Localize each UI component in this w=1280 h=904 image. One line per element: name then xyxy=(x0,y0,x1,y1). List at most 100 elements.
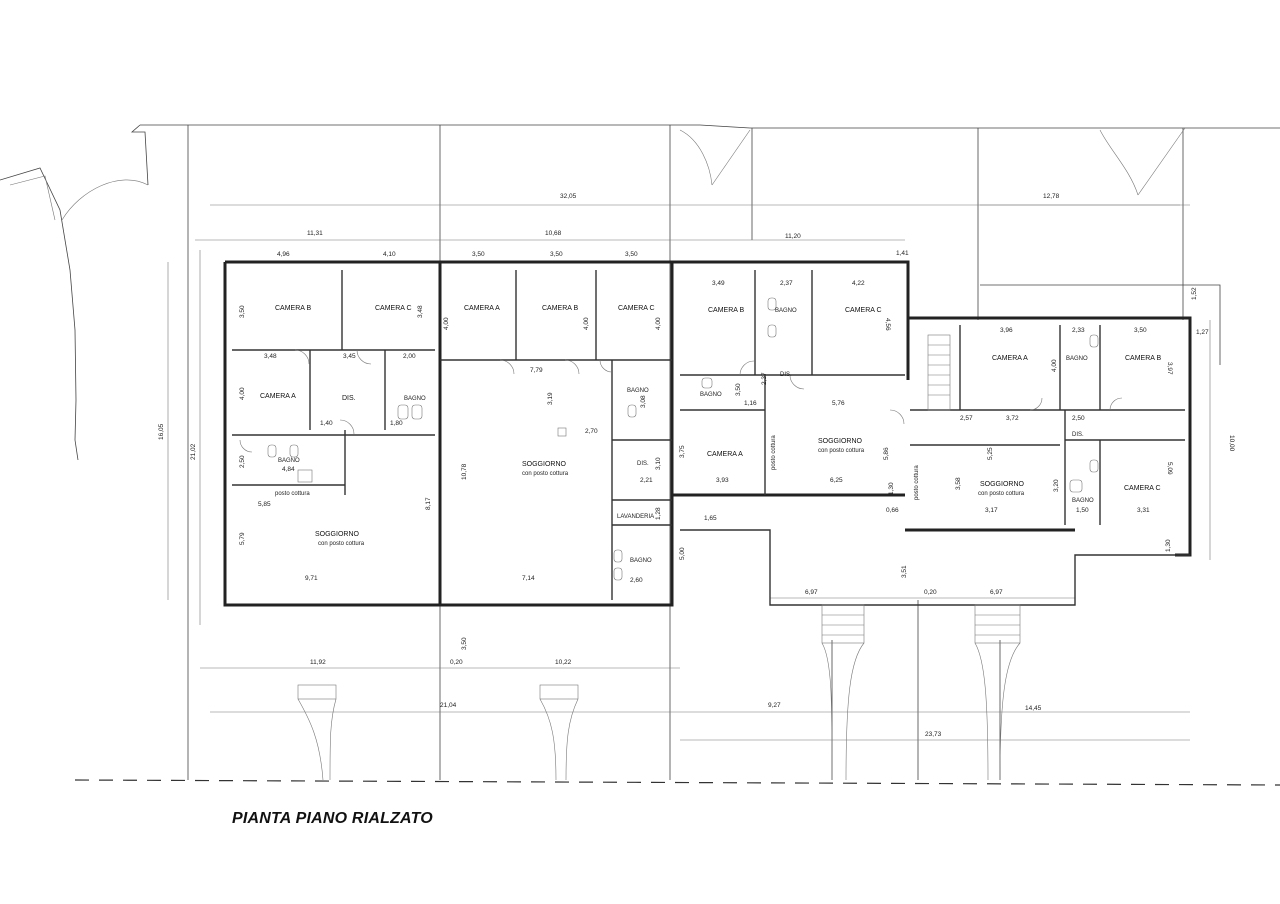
dim-320: 3,20 xyxy=(1053,479,1060,492)
dim-165: 1,65 xyxy=(704,515,717,522)
room-soggiorno-3-h: 5,76 xyxy=(832,400,845,407)
dim-065: 0,66 xyxy=(886,507,899,514)
room-camera-c-1-h: 3,48 xyxy=(417,305,424,318)
room-soggiorno-1: SOGGIORNO xyxy=(315,531,360,538)
room-camera-b-3: CAMERA B xyxy=(708,307,745,314)
room-bagno-8: BAGNO xyxy=(1072,498,1094,504)
room-camera-a-1-dim: 3,48 xyxy=(264,353,277,360)
dim-seg-c: 11,20 xyxy=(785,233,801,240)
dim-bottom-d: 9,27 xyxy=(768,702,781,709)
room-camera-b-4-dim: 3,50 xyxy=(1134,327,1147,334)
room-bagno-8-dim: 1,50 xyxy=(1076,507,1089,514)
room-bagno-4: BAGNO xyxy=(630,558,652,564)
room-soggiorno-4-h: 3,58 xyxy=(955,477,962,490)
room-camera-b-1: CAMERA B xyxy=(275,305,312,312)
dim-seg-d: 1,41 xyxy=(896,250,909,257)
dim-bottom-g: 6,97 xyxy=(805,589,818,596)
lot-boundary xyxy=(0,124,1280,780)
room-dis-3: DIS. xyxy=(780,372,792,378)
room-camera-a-1-h: 4,00 xyxy=(239,387,246,400)
room-camera-a-1: CAMERA A xyxy=(260,393,296,400)
dim-127: 1,27 xyxy=(1196,329,1209,336)
room-camera-c-3-dim: 4,22 xyxy=(852,280,865,287)
dim-bottom-m: 1,30 xyxy=(1165,539,1172,552)
stairs xyxy=(297,334,1021,781)
dim-right-vertical: 10,00 xyxy=(1228,435,1235,452)
dim-seg-b: 10,68 xyxy=(545,230,562,237)
room-soggiorno-4: SOGGIORNO xyxy=(980,481,1025,488)
room-bagno-2-dim: 4,84 xyxy=(282,466,295,473)
dim-bottom-j: 3,50 xyxy=(461,637,468,650)
room-dis-3-h: 2,37 xyxy=(761,372,768,385)
room-camera-a-4-h: 4,00 xyxy=(1051,359,1058,372)
drawing-title: PIANTA PIANO RIALZATO xyxy=(232,810,433,827)
room-bagno-5: BAGNO xyxy=(775,308,797,314)
dim-586: 5,86 xyxy=(883,447,890,460)
room-soggiorno-3: SOGGIORNO xyxy=(818,438,863,445)
room-bagno-1-h: 1,80 xyxy=(390,420,403,427)
dim-bottom-a: 11,92 xyxy=(310,659,326,666)
room-dis-3-dim: 1,16 xyxy=(744,400,757,407)
room-camera-b-3-dim: 3,49 xyxy=(712,280,725,287)
dim-bottom-h: 0,20 xyxy=(924,589,937,596)
room-dis-1: DIS. xyxy=(342,395,356,402)
label-posto-cottura: posto cottura xyxy=(275,491,310,497)
room-soggiorno-1-sub: con posto cottura xyxy=(318,541,365,547)
sanitary-fixtures xyxy=(267,297,1099,581)
room-camera-c-2-dim: 3,50 xyxy=(625,251,638,258)
room-bagno-4-dim: 2,60 xyxy=(630,577,643,584)
room-soggiorno-1-dim: 9,71 xyxy=(305,575,318,582)
room-soggiorno-2-h: 10,78 xyxy=(461,463,468,480)
room-camera-b-1-dim: 4,96 xyxy=(277,251,290,258)
room-camera-c-4-h: 5,09 xyxy=(1166,462,1173,475)
room-bagno-3: BAGNO xyxy=(627,388,649,394)
room-bagno-7-dim: 2,33 xyxy=(1072,327,1085,334)
dim-bottom-e: 14,45 xyxy=(1025,705,1042,712)
room-camera-b-1-h: 3,50 xyxy=(239,305,246,318)
room-camera-a-4: CAMERA A xyxy=(992,355,1028,362)
room-lavanderia-h: 3,75 xyxy=(679,445,686,458)
room-camera-c-3: CAMERA C xyxy=(845,307,882,314)
room-bagno-7: BAGNO xyxy=(1066,356,1088,362)
room-camera-b-2-h: 4,00 xyxy=(583,317,590,330)
room-camera-a-2-h: 4,00 xyxy=(443,317,450,330)
dim-152: 1,52 xyxy=(1191,287,1198,300)
room-lavanderia-dim: 1,28 xyxy=(655,507,662,520)
dim-left-total: 16,05 xyxy=(158,423,165,440)
room-camera-c-2: CAMERA C xyxy=(618,305,655,312)
room-camera-b-2-dim: 3,50 xyxy=(550,251,563,258)
dim-bottom-b: 10,22 xyxy=(555,659,572,666)
dim-317: 3,17 xyxy=(985,507,998,514)
room-dis-2: DIS. xyxy=(637,461,649,467)
dim-bottom-l: 5,00 xyxy=(679,547,686,560)
room-camera-b-2: CAMERA B xyxy=(542,305,579,312)
room-bagno-2-h: 2,50 xyxy=(239,455,246,468)
dim-right: 12,78 xyxy=(1043,193,1060,200)
room-lavanderia: LAVANDERIA xyxy=(617,514,654,520)
room-camera-a-3: CAMERA A xyxy=(707,451,743,458)
room-soggiorno-4-sub: con posto cottura xyxy=(978,491,1025,497)
ground-line xyxy=(74,779,1280,786)
room-camera-a-2: CAMERA A xyxy=(464,305,500,312)
dim-overall: 32,05 xyxy=(560,193,577,200)
room-soggiorno-3-sub: con posto cottura xyxy=(818,448,865,454)
room-bagno-3-h: 2,70 xyxy=(585,428,598,435)
room-camera-c-3-h: 4,56 xyxy=(884,318,891,331)
dim-585: 5,85 xyxy=(258,501,271,508)
room-dis-2-dim: 2,21 xyxy=(640,477,653,484)
room-dis-2-h: 3,10 xyxy=(655,457,662,470)
dim-319: 3,19 xyxy=(547,392,554,405)
room-dis-4: DIS. xyxy=(1072,432,1084,438)
room-camera-b-4-h: 3,97 xyxy=(1166,362,1173,375)
dim-130b: 1,30 xyxy=(888,482,895,495)
room-bagno-5-dim: 2,37 xyxy=(780,280,793,287)
dimension-lines xyxy=(167,204,1211,741)
room-camera-c-2-h: 4,00 xyxy=(655,317,662,330)
room-soggiorno-2: SOGGIORNO xyxy=(522,461,567,468)
dim-bottom-i: 6,97 xyxy=(990,589,1003,596)
dim-bottom-c: 21,04 xyxy=(440,702,457,709)
room-camera-c-1: CAMERA C xyxy=(375,305,412,312)
room-dis-1-dim: 3,45 xyxy=(343,353,356,360)
room-camera-a-3-dim: 3,93 xyxy=(716,477,729,484)
